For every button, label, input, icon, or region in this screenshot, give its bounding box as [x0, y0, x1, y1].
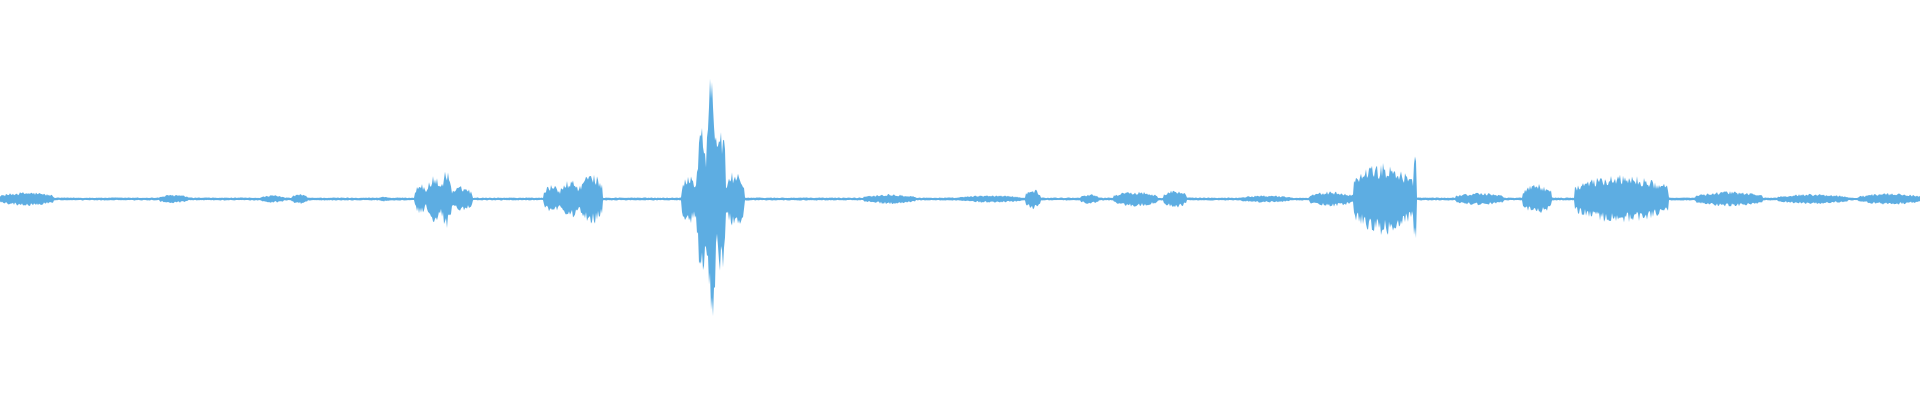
waveform-path [0, 78, 1920, 317]
